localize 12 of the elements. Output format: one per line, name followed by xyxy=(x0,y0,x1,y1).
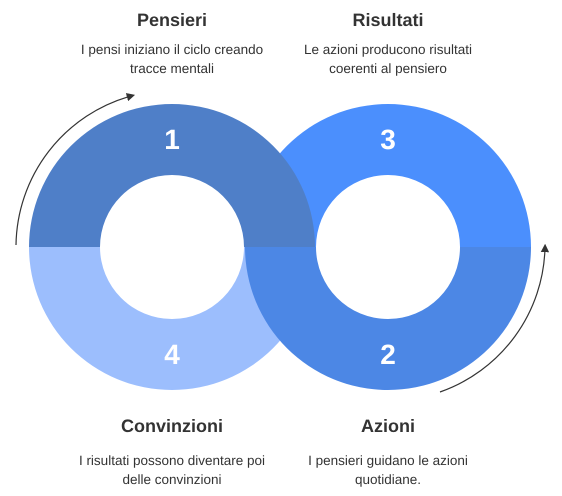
step-description: I pensi iniziano il ciclo creando tracce mentali xyxy=(80,41,264,78)
step-number: 1 xyxy=(163,124,181,156)
step-number: 2 xyxy=(379,339,397,371)
step-description: I risultati possono diventare poi delle convinzioni xyxy=(78,452,266,489)
step-heading: Pensieri xyxy=(136,10,208,31)
step-description: Le azioni producono risultati coerenti al pensiero xyxy=(302,41,474,78)
step-number: 3 xyxy=(379,124,397,156)
step-number: 4 xyxy=(163,339,181,371)
step-heading: Convinzioni xyxy=(120,416,224,437)
step-heading: Azioni xyxy=(360,416,416,437)
step-heading: Risultati xyxy=(351,10,424,31)
step-description: I pensieri guidano le azioni quotidiane. xyxy=(307,452,469,489)
